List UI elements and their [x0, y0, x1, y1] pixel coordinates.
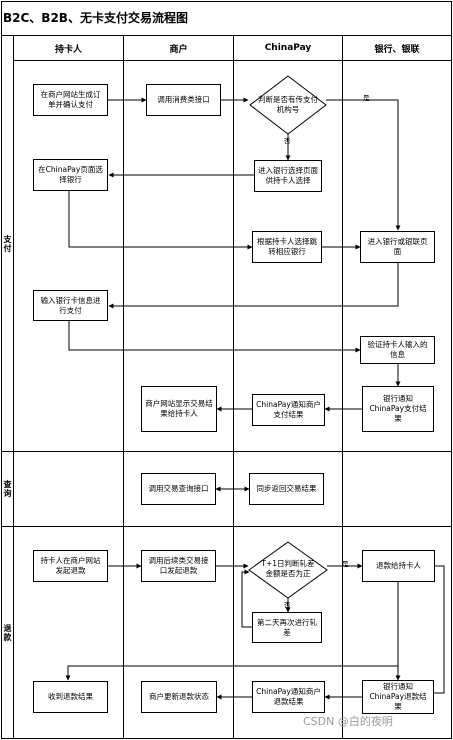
- box-bank-notify-pay: 银行通知ChinaPay支付结果: [362, 386, 434, 432]
- box-merchant-call-consume: 调用消费类接口: [146, 84, 221, 116]
- box-verify-info: 验证持卡人输入的信息: [360, 336, 435, 364]
- box-refund-to-cardholder: 退款给持卡人: [362, 550, 435, 582]
- box-jump-bank: 根据持卡人选择跳转相应银行: [252, 231, 322, 263]
- box-cardholder-order: 在商户网站生成订单并确认支付: [33, 84, 108, 116]
- box-cardholder-refund: 持卡人在商户网站发起退款: [33, 550, 108, 582]
- box-call-query: 调用交易查询接口: [141, 473, 216, 505]
- box-sync-return: 同步返回交易结果: [249, 473, 324, 505]
- box-merchant-call-refund: 调用后续类交易接口发起退款: [141, 550, 216, 582]
- lane-label-query: 查询: [3, 480, 12, 498]
- column-header-bank: 银行、银联: [374, 44, 420, 55]
- box-input-card: 输入银行卡信息进行支付: [33, 290, 108, 321]
- decision-has-institution-no: 判断是否有传支付机构号: [258, 95, 318, 114]
- column-header-merchant: 商户: [169, 44, 188, 55]
- column-header-chinapay: ChinaPay: [264, 43, 312, 53]
- box-merchant-show-result: 商户网站显示交易结果给持卡人: [141, 386, 217, 432]
- watermark-text: CSDN @白的夜明: [303, 715, 393, 728]
- lane-label-pay: 支付: [3, 234, 12, 253]
- label-yes-refund: 是: [342, 560, 349, 568]
- box-bank-page: 进入银行或银联页面: [360, 231, 435, 263]
- label-yes-pay: 是: [363, 94, 370, 102]
- column-header-cardholder: 持卡人: [54, 44, 82, 55]
- box-bank-notify-refund: 银行通知ChinaPay退款结果: [362, 680, 434, 714]
- box-select-bank: 在ChinaPay页面选择银行: [33, 159, 108, 191]
- box-chinapay-notify-pay: ChinaPay通知商户支付结果: [252, 394, 325, 426]
- lane-label-refund: 退款: [3, 623, 12, 642]
- box-receive-refund-result: 收到退款结果: [33, 681, 108, 713]
- decision-netting-positive: T+1日判断轧差金额是否为正: [261, 559, 315, 578]
- page-title: B2C、B2B、无卡支付交易流程图: [3, 11, 188, 25]
- label-no-pay: 否: [284, 137, 291, 145]
- box-bank-select-page: 进入银行选择页面供持卡人选择: [254, 160, 322, 192]
- box-chinapay-notify-refund: ChinaPay通知商户退款结果: [252, 681, 325, 713]
- box-merchant-update-refund: 商户更新退款状态: [141, 681, 217, 713]
- box-next-day-netting: 第二天再次进行轧差: [252, 612, 322, 643]
- label-no-refund: 否: [284, 601, 291, 609]
